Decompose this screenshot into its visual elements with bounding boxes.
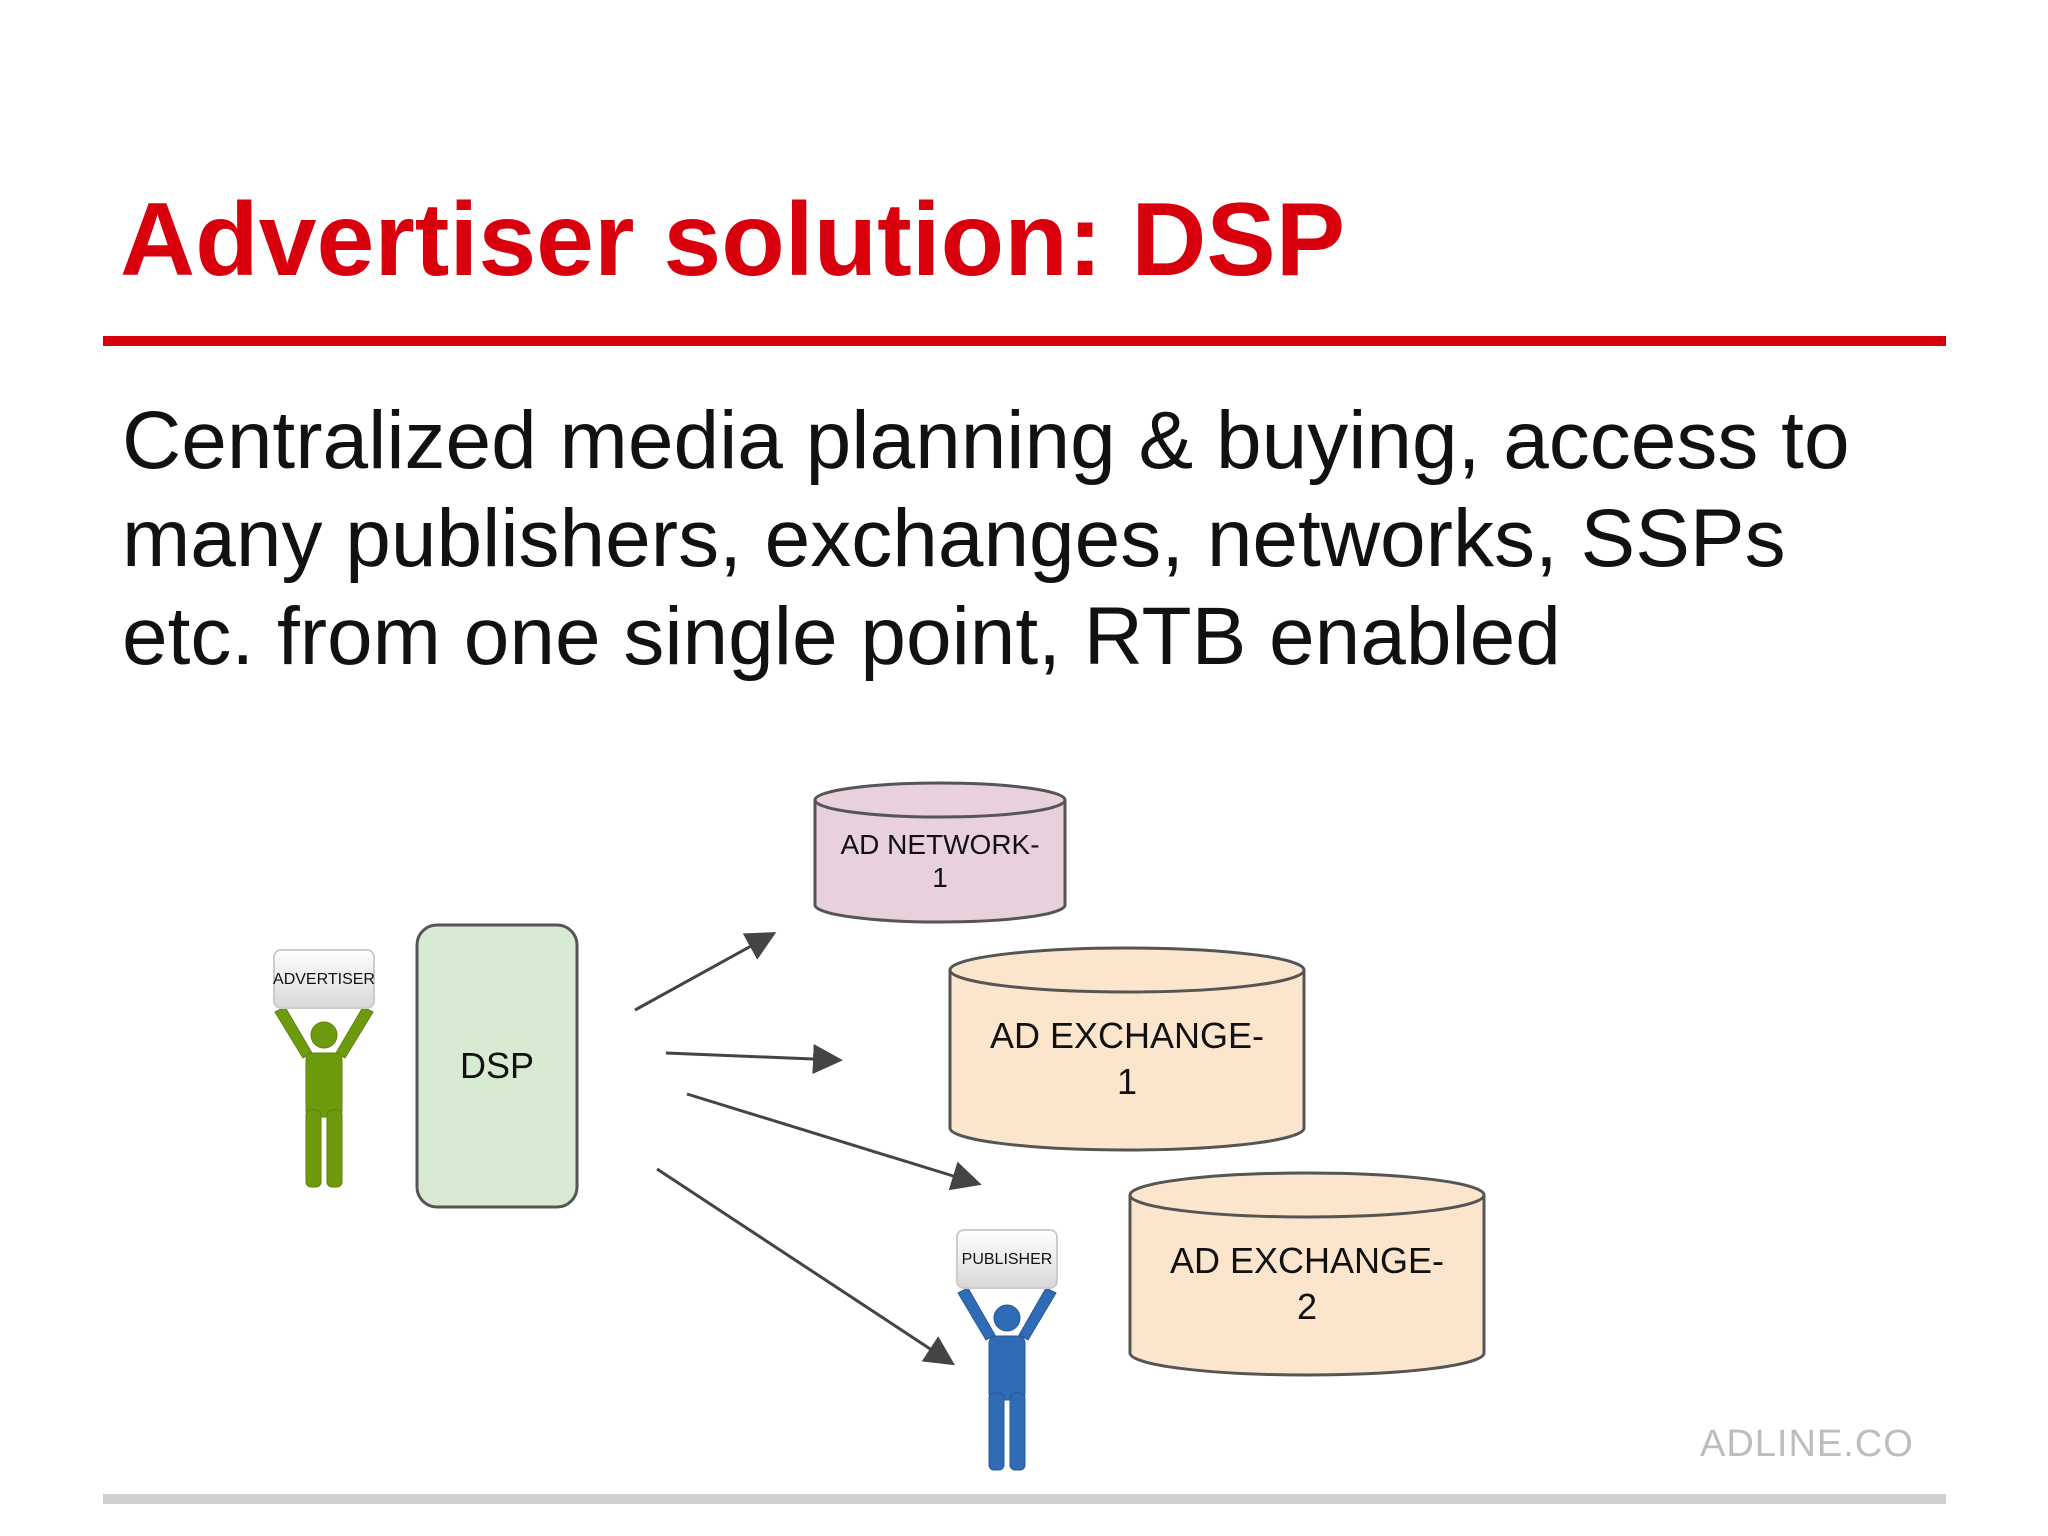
watermark: ADLINE.CO xyxy=(1700,1423,1914,1465)
ad-exchange-1-label-line1: AD EXCHANGE- xyxy=(990,1015,1264,1056)
ad-exchange-2-label-line2: 2 xyxy=(1297,1286,1317,1327)
advertiser-sign-label: ADVERTISER xyxy=(273,971,375,988)
arrows xyxy=(634,932,982,1366)
publisher-figure: PUBLISHER xyxy=(956,1229,1058,1471)
footer-rule xyxy=(103,1494,1946,1504)
body-line: etc. from one single point, RTB enabled xyxy=(122,591,1561,682)
arrow-to-ad-exchange-2 xyxy=(686,1092,982,1191)
body-line: many publishers, exchanges, networks, SS… xyxy=(122,493,1786,584)
publisher-sign xyxy=(956,1229,1058,1289)
publisher-person-icon xyxy=(957,1287,1057,1471)
ad-network-1-label-line1: AD NETWORK- xyxy=(840,829,1039,860)
advertiser-person-icon xyxy=(274,1006,374,1188)
ad-exchange-1-cylinder: AD EXCHANGE- 1 xyxy=(948,946,1306,1152)
arrow-to-publisher xyxy=(656,1167,956,1366)
ad-exchange-2-label-line1: AD EXCHANGE- xyxy=(1170,1240,1444,1281)
ad-exchange-1-label-line2: 1 xyxy=(1117,1061,1137,1102)
dsp-box: DSP xyxy=(415,923,579,1209)
title-underline xyxy=(103,336,1946,346)
ad-network-1-cylinder: AD NETWORK- 1 xyxy=(813,781,1067,924)
ad-network-1-label-line2: 1 xyxy=(932,862,948,893)
ad-exchange-2-cylinder: AD EXCHANGE- 2 xyxy=(1128,1171,1486,1377)
publisher-sign-label: PUBLISHER xyxy=(962,1251,1053,1268)
arrow-to-ad-network-1 xyxy=(634,932,777,1012)
advertiser-sign xyxy=(273,949,375,1009)
slide-title: Advertiser solution: DSP xyxy=(120,182,1346,298)
advertiser-figure: ADVERTISER xyxy=(273,949,375,1188)
dsp-label: DSP xyxy=(460,1045,534,1086)
arrow-to-ad-exchange-1 xyxy=(665,1044,843,1075)
body-text: Centralized media planning & buying, acc… xyxy=(122,392,1942,686)
body-line: Centralized media planning & buying, acc… xyxy=(122,395,1850,486)
